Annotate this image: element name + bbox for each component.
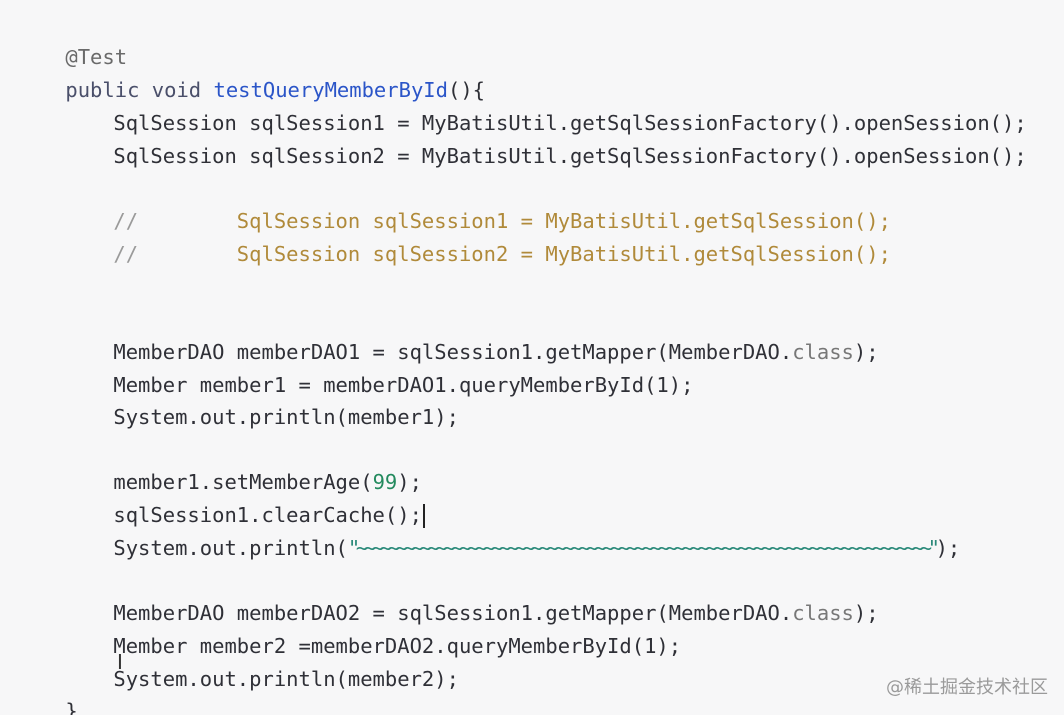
watermark: @稀土掘金技术社区: [886, 677, 1048, 698]
number-literal: 99: [372, 470, 398, 494]
comment-line-2: // SqlSession sqlSession2 = MyBatisUtil.…: [64, 205, 891, 266]
code-text: SqlSession sqlSession2 = MyBatisUtil.get…: [113, 144, 1027, 168]
code-line-print-separator: System.out.println("~~~~~~~~~~~~~~~~~~~~…: [64, 499, 960, 560]
code-line-mapper2: MemberDAO memberDAO2 = sqlSession1.getMa…: [64, 564, 878, 625]
code-text: SqlSession sqlSession1 = MyBatisUtil.get…: [113, 111, 1027, 135]
code-text: System.out.println(member1);: [113, 405, 459, 429]
method-close-line: }: [16, 662, 77, 715]
string-literal: "~~~~~~~~~~~~~~~~~~~~~~~~~~~~~~~~~~~~~~~…: [347, 536, 940, 560]
code-line-session1: SqlSession sqlSession1 = MyBatisUtil.get…: [64, 74, 1026, 135]
code-line-clearcache: sqlSession1.clearCache();: [64, 466, 425, 528]
code-line-member1: Member member1 = memberDAO1.queryMemberB…: [64, 336, 693, 397]
comment-line-1: // SqlSession sqlSession1 = MyBatisUtil.…: [64, 172, 891, 233]
code-text: MemberDAO memberDAO1 = sqlSession1.getMa…: [113, 340, 793, 364]
method-open: (){: [447, 78, 486, 102]
text-caret: [422, 504, 425, 528]
method-signature-line: public void testQueryMemberById(){: [16, 41, 485, 102]
code-text: );: [853, 340, 879, 364]
code-line-print2: System.out.println(member2);: [64, 630, 459, 691]
method-modifiers: public void: [65, 78, 214, 102]
code-text: MemberDAO memberDAO2 = sqlSession1.getMa…: [113, 601, 793, 625]
code-line-mapper1: MemberDAO memberDAO1 = sqlSession1.getMa…: [64, 303, 878, 364]
class-keyword: class: [792, 601, 854, 625]
code-text: Member member1 = memberDAO1.queryMemberB…: [113, 373, 694, 397]
code-line-member2: Member member2 =memberDAO2.queryMemberBy…: [64, 597, 681, 658]
code-line-session2: SqlSession sqlSession2 = MyBatisUtil.get…: [64, 107, 1026, 168]
code-text: System.out.println(: [113, 536, 348, 560]
annotation-line: @Test: [16, 8, 127, 69]
closing-brace: }: [65, 699, 78, 715]
code-text: );: [935, 536, 961, 560]
comment-slashes: //: [113, 242, 237, 266]
comment-slashes: //: [113, 209, 237, 233]
commented-code: SqlSession sqlSession1 = MyBatisUtil.get…: [236, 209, 891, 233]
class-keyword: class: [792, 340, 854, 364]
code-text: Member member2 =memberDAO2.queryMemberBy…: [113, 634, 682, 658]
code-text: );: [853, 601, 879, 625]
code-text: System.out.println(member2);: [113, 667, 459, 691]
code-text: );: [397, 470, 422, 494]
code-line-setage: member1.setMemberAge(99);: [64, 433, 422, 494]
ibeam-cursor-icon: I: [117, 650, 123, 674]
test-annotation: @Test: [65, 45, 128, 69]
commented-code: SqlSession sqlSession2 = MyBatisUtil.get…: [236, 242, 891, 266]
method-name: testQueryMemberById: [213, 78, 448, 102]
code-text: member1.setMemberAge(: [113, 470, 373, 494]
code-line-print1: System.out.println(member1);: [64, 368, 459, 429]
code-text: sqlSession1.clearCache();: [113, 503, 422, 527]
